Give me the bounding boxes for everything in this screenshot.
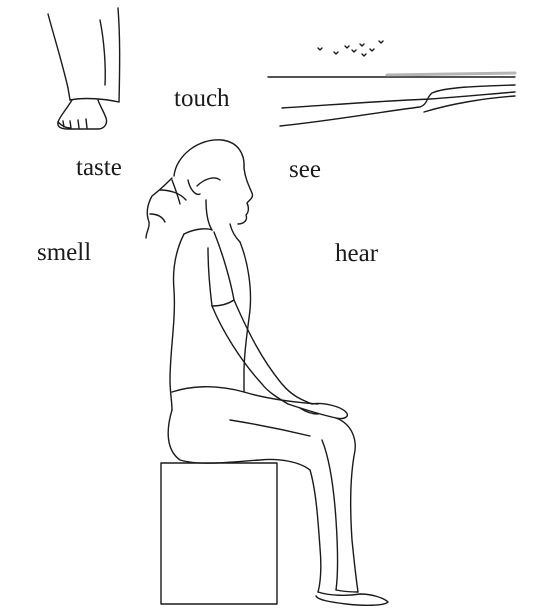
label-smell: smell <box>37 240 91 265</box>
label-taste: taste <box>76 155 122 180</box>
foot-drawing <box>48 8 120 129</box>
label-see: see <box>289 157 321 182</box>
label-touch: touch <box>174 86 230 111</box>
label-hear: hear <box>335 241 378 266</box>
box-seat <box>161 463 277 604</box>
seated-woman-drawing <box>146 140 388 605</box>
seascape-drawing <box>268 41 515 126</box>
